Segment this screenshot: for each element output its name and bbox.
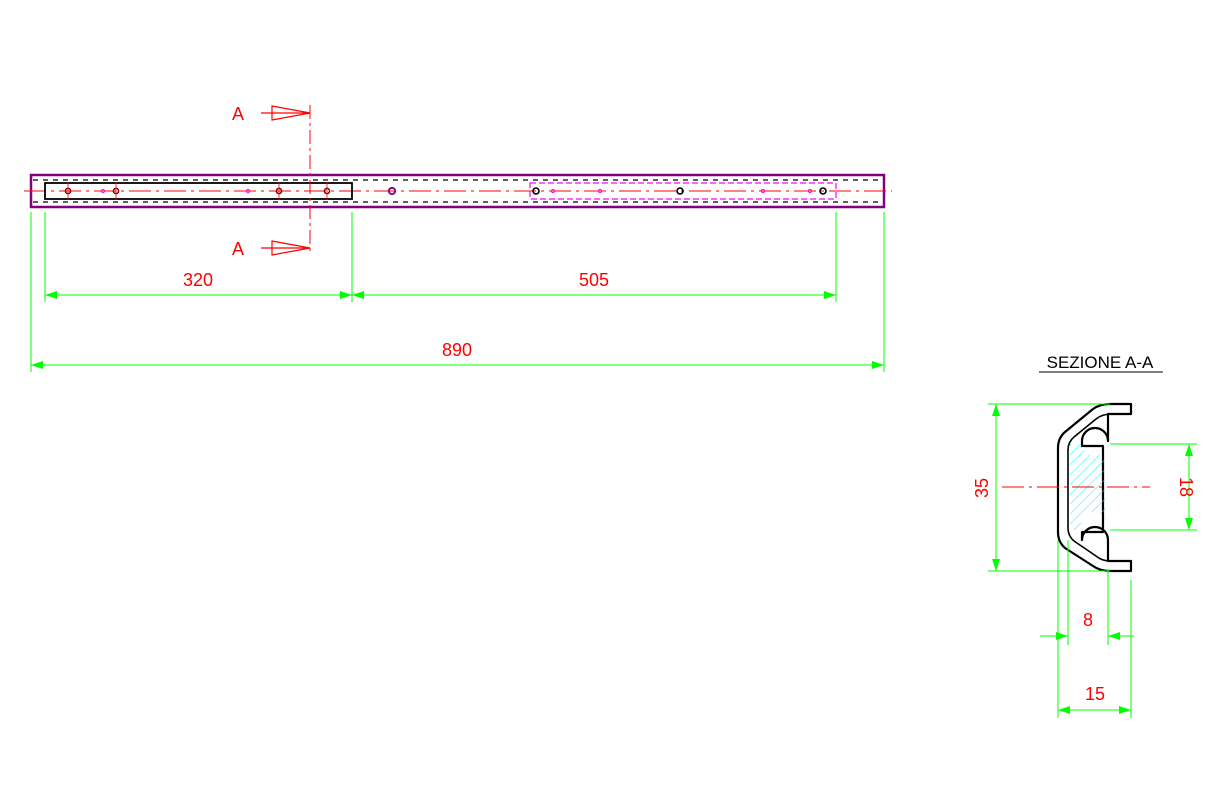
bar-view xyxy=(24,173,892,209)
holes-right xyxy=(532,187,827,195)
dimension-505: 505 xyxy=(579,270,609,290)
hole xyxy=(819,187,827,195)
small-mark xyxy=(245,188,251,194)
right-hidden-slot xyxy=(529,182,837,200)
small-mark xyxy=(760,188,766,194)
dimension-35: 35 xyxy=(972,478,992,498)
dimensions-main xyxy=(30,212,885,372)
middle-hole xyxy=(387,186,397,196)
section-label-top: A xyxy=(232,104,244,124)
section-arrow-top xyxy=(271,105,311,121)
dimension-320: 320 xyxy=(183,270,213,290)
dimension-18: 18 xyxy=(1176,477,1196,497)
dimension-890: 890 xyxy=(442,340,472,360)
holes-left xyxy=(64,182,331,200)
left-slot xyxy=(44,182,353,200)
dimensions-section xyxy=(988,403,1197,718)
section-label-bottom: A xyxy=(232,239,244,259)
dimension-15: 15 xyxy=(1085,684,1105,704)
small-mark xyxy=(597,188,603,194)
section-arrow-bottom xyxy=(271,240,311,256)
small-mark xyxy=(807,188,813,194)
section-cut-line xyxy=(261,105,311,256)
hole xyxy=(676,187,684,195)
hole xyxy=(532,187,540,195)
dimension-8: 8 xyxy=(1083,610,1093,630)
profile-inner-wall xyxy=(1067,413,1113,562)
section-title: SEZIONE A-A xyxy=(1047,353,1154,372)
small-mark xyxy=(100,188,106,194)
small-mark xyxy=(550,188,556,194)
